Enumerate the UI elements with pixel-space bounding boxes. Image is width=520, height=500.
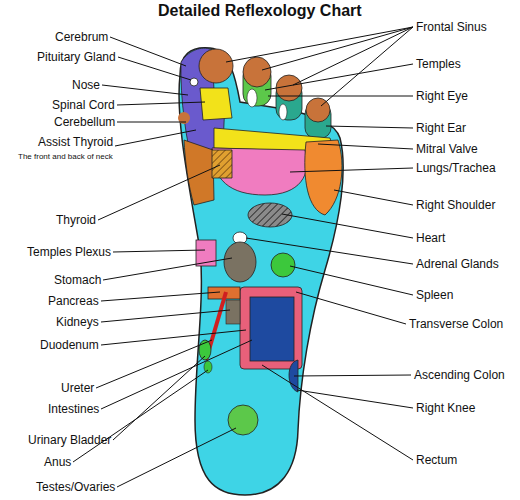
zone-label: Anus — [44, 455, 71, 469]
zone-label: Spleen — [416, 288, 453, 302]
chart-title: Detailed Reflexology Chart — [158, 2, 362, 20]
zone-label: Frontal Sinus — [416, 20, 487, 34]
zone-label: Spinal Cord — [52, 98, 115, 112]
zone-label: Lungs/Trachea — [416, 161, 496, 175]
zone-label: Temples — [416, 57, 461, 71]
zone-label: Adrenal Glands — [416, 257, 499, 271]
zone-label: Transverse Colon — [409, 317, 503, 331]
zone-label: Cerebellum — [54, 115, 115, 129]
zone-label: Testes/Ovaries — [36, 480, 115, 494]
zone-label: Temples Plexus — [27, 245, 111, 259]
zone-label: Stomach — [54, 273, 101, 287]
zone-label: Right Ear — [416, 121, 466, 135]
note-label: The front and back of neck — [18, 152, 113, 161]
zone-label: Right Shoulder — [416, 198, 495, 212]
zone-label: Cerebrum — [55, 30, 108, 44]
zone-label: Mitral Valve — [416, 142, 478, 156]
zone-label: Pituitary Gland — [37, 50, 116, 64]
zone-label: Heart — [416, 231, 445, 245]
zone-label: Assist Thyroid — [38, 135, 113, 149]
zone-label: Rectum — [416, 453, 457, 467]
zone-label: Right Knee — [416, 401, 475, 415]
zone-label: Urinary Bladder — [28, 433, 111, 447]
zone-label: Kidneys — [56, 315, 99, 329]
zone-label: Intestines — [48, 402, 99, 416]
zone-label: Pancreas — [48, 294, 99, 308]
zone-label: Duodenum — [40, 338, 99, 352]
zone-label: Nose — [72, 78, 100, 92]
zone-label: Thyroid — [56, 213, 96, 227]
zone-label: Right Eye — [416, 89, 468, 103]
zone-label: Ascending Colon — [414, 368, 505, 382]
zone-label: Ureter — [61, 381, 94, 395]
